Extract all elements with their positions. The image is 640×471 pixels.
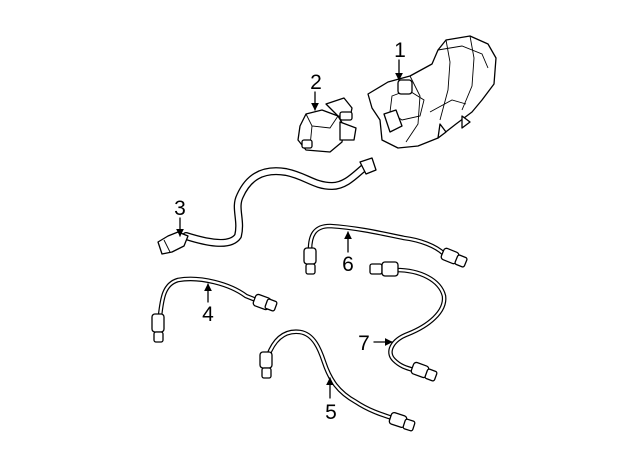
callout-6: 6 xyxy=(342,253,354,276)
vapor-hose-part xyxy=(157,157,377,255)
callout-arrows xyxy=(176,59,403,399)
callout-7: 7 xyxy=(358,332,370,355)
callout-5: 5 xyxy=(325,401,337,424)
oxygen-sensor-5-part xyxy=(259,329,416,432)
callout-2: 2 xyxy=(310,71,322,94)
callout-4: 4 xyxy=(202,303,214,326)
oxygen-sensor-7-part xyxy=(369,261,447,382)
oxygen-sensor-4-part xyxy=(151,276,278,343)
purge-valve-part xyxy=(297,97,357,153)
vapor-canister-part xyxy=(367,35,497,149)
oxygen-sensor-6-part xyxy=(303,223,468,275)
callout-1: 1 xyxy=(394,39,406,62)
callout-3: 3 xyxy=(174,197,186,220)
